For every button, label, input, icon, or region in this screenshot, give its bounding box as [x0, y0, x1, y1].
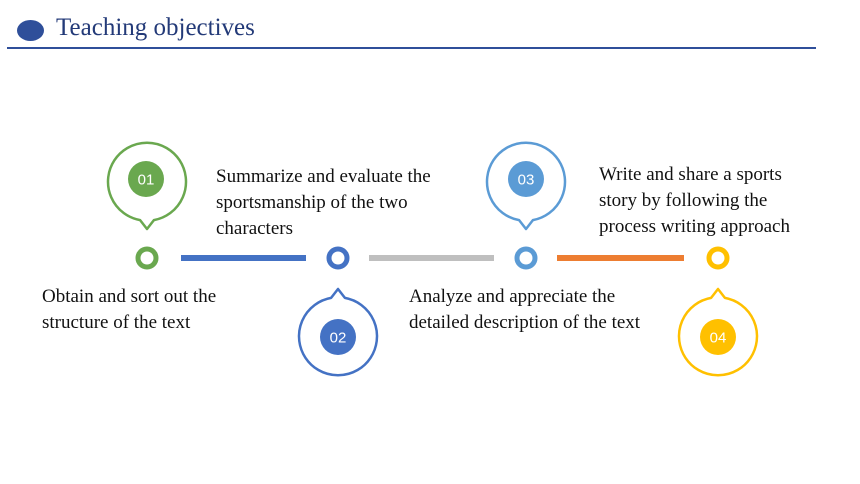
step-3-line-1: Analyze and appreciate the	[409, 286, 616, 307]
step-number-2: 02	[330, 330, 347, 347]
step-number-4: 04	[710, 330, 727, 347]
timeline-node-3	[514, 246, 538, 270]
number-badge-1	[128, 161, 164, 197]
timeline-node-2	[326, 246, 350, 270]
step-4-description: Write and share a sports story by follow…	[599, 162, 790, 240]
step-2: 02	[297, 246, 379, 377]
step-3-description: Analyze and appreciate the detailed desc…	[409, 284, 640, 336]
timeline-node-1	[135, 246, 159, 270]
step-2-line-2: sportsmanship of the two	[216, 192, 408, 213]
step-3-line-2: detailed description of the text	[409, 312, 641, 333]
header-divider	[7, 47, 816, 49]
step-2-description: Summarize and evaluate the sportsmanship…	[216, 164, 431, 242]
page-title: Teaching objectives	[56, 14, 255, 41]
step-2-line-1: Summarize and evaluate the	[216, 166, 431, 187]
slide-header: Teaching objectives	[0, 0, 860, 60]
step-4: 04	[677, 246, 759, 377]
step-4-line-1: Write and share a sports	[599, 164, 782, 185]
step-4-line-3: process writing approach	[599, 216, 790, 237]
step-1-line-1: Obtain and sort out the	[42, 286, 217, 307]
step-4-line-2: story by following the	[599, 190, 768, 211]
number-badge-3	[508, 161, 544, 197]
step-1: 01	[106, 141, 188, 270]
timeline-node-4	[706, 246, 730, 270]
number-badge-2	[320, 319, 356, 355]
step-1-description: Obtain and sort out the structure of the…	[42, 284, 216, 336]
step-number-1: 01	[138, 172, 155, 189]
number-badge-4	[700, 319, 736, 355]
step-number-3: 03	[518, 172, 535, 189]
step-2-line-3: characters	[216, 218, 293, 239]
step-1-line-2: structure of the text	[42, 312, 191, 333]
step-3: 03	[485, 141, 567, 270]
bullet-dot-icon	[17, 20, 44, 41]
